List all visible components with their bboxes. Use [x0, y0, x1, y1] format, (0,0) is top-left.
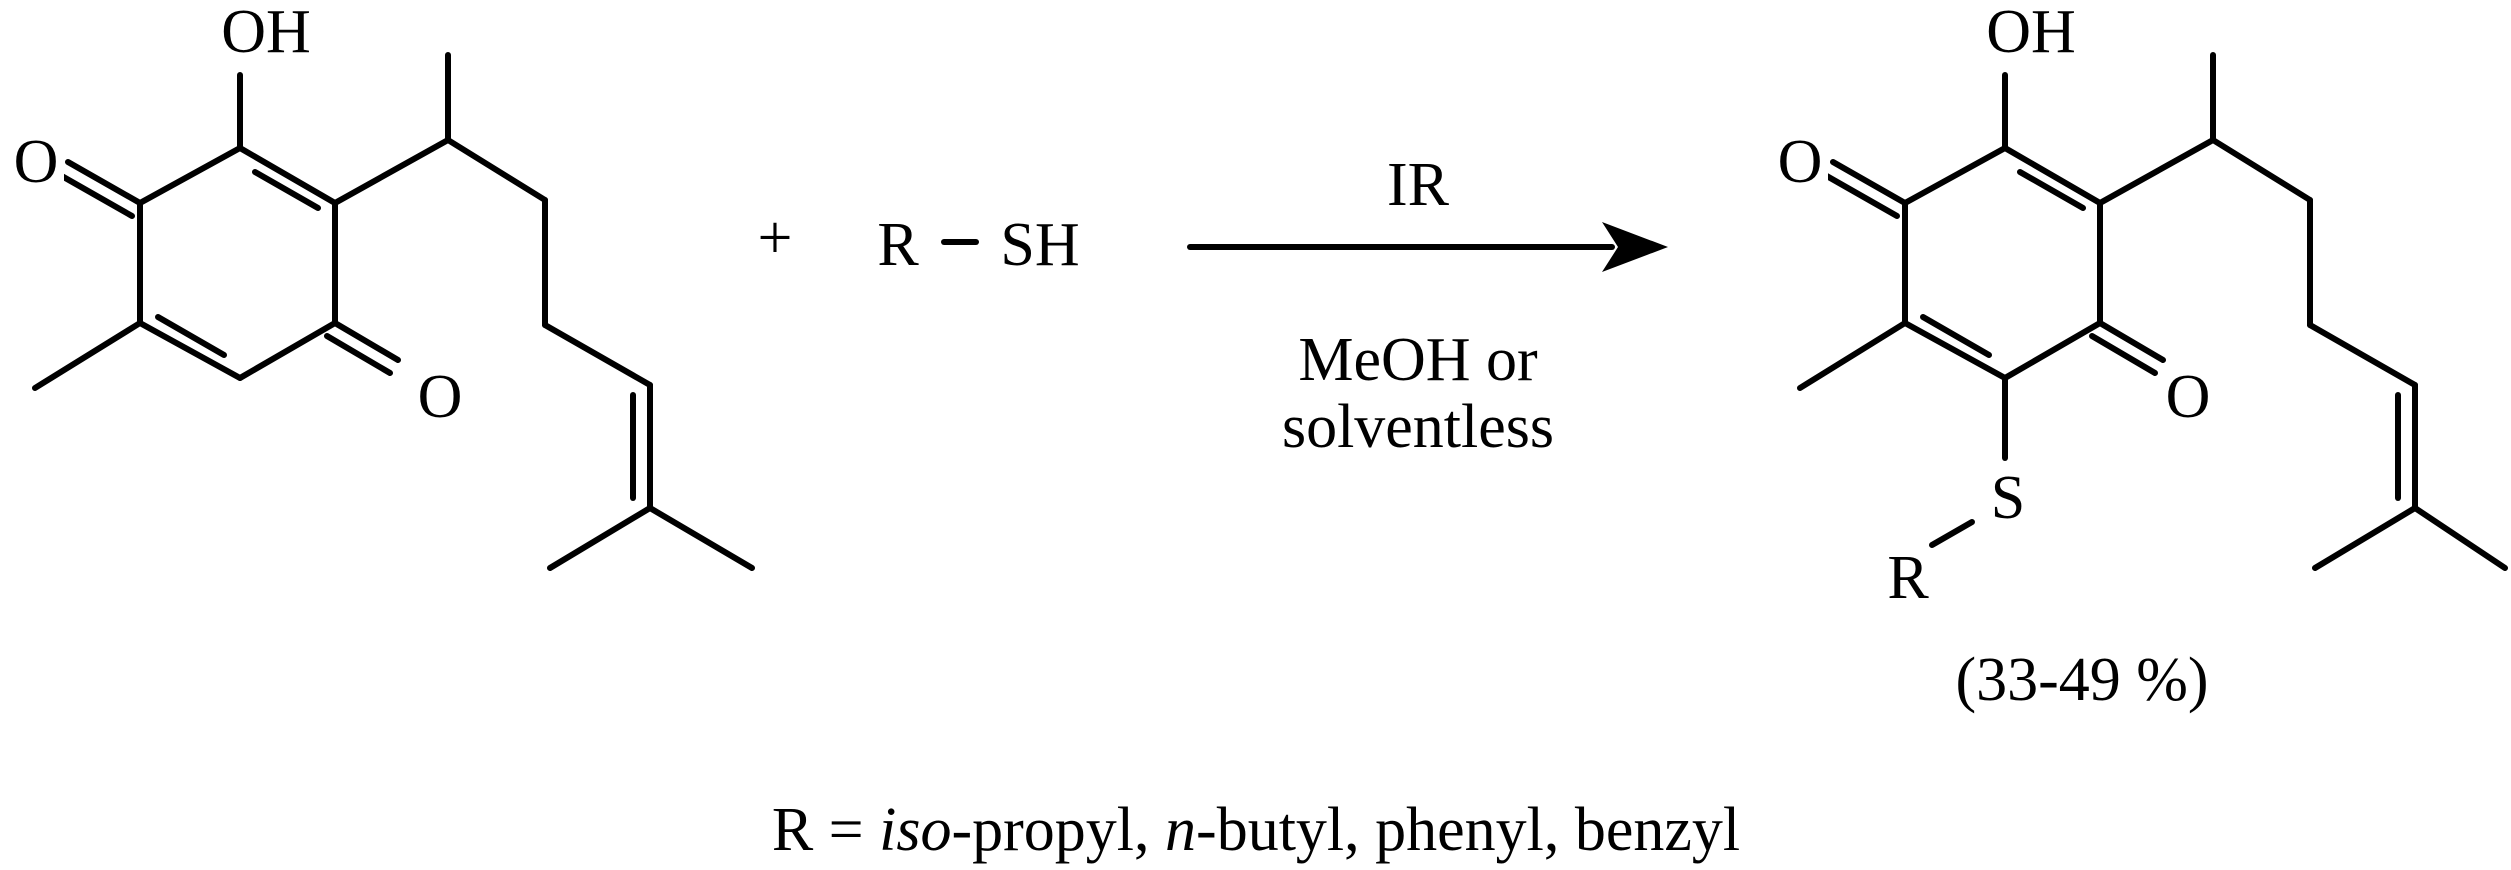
product-s-label: S	[1991, 464, 2025, 532]
r-group-n: n	[1165, 796, 1196, 864]
reactant-molecule: OH O O	[8, 0, 755, 571]
arrow-condition-below-1: MeOH or	[1298, 326, 1538, 394]
arrow-head-icon	[1602, 222, 1668, 272]
arrow-condition-above: IR	[1387, 151, 1450, 219]
reactant-o-bottom-label: O	[418, 363, 463, 431]
r-group-part1: -propyl,	[952, 796, 1166, 864]
reactant-oh-label: OH	[221, 0, 311, 66]
thiol-reagent: R SH	[877, 211, 1079, 279]
arrow-condition-below-2: solventless	[1282, 393, 1554, 461]
product-o-left-label: O	[1778, 128, 1823, 196]
reactant-o-left-label: O	[14, 128, 59, 196]
thiol-r-label: R	[877, 211, 919, 279]
r-group-iso: iso	[879, 796, 951, 864]
r-group-part2: -butyl, phenyl, benzyl	[1196, 796, 1740, 864]
thiol-sh-label: SH	[1000, 211, 1079, 279]
product-molecule: OH O O S R	[1772, 0, 2508, 612]
product-o-bottom-label: O	[2166, 363, 2211, 431]
product-yield: (33-49 %)	[1955, 646, 2208, 714]
r-group-definition: R = iso-propyl, n-butyl, phenyl, benzyl	[772, 796, 1740, 864]
r-group-lead: R =	[772, 796, 879, 864]
reaction-arrow: IR MeOH or solventless	[1187, 151, 1668, 461]
plus-sign: +	[758, 204, 793, 272]
product-r-label: R	[1887, 544, 1929, 612]
product-oh-label: OH	[1986, 0, 2076, 66]
